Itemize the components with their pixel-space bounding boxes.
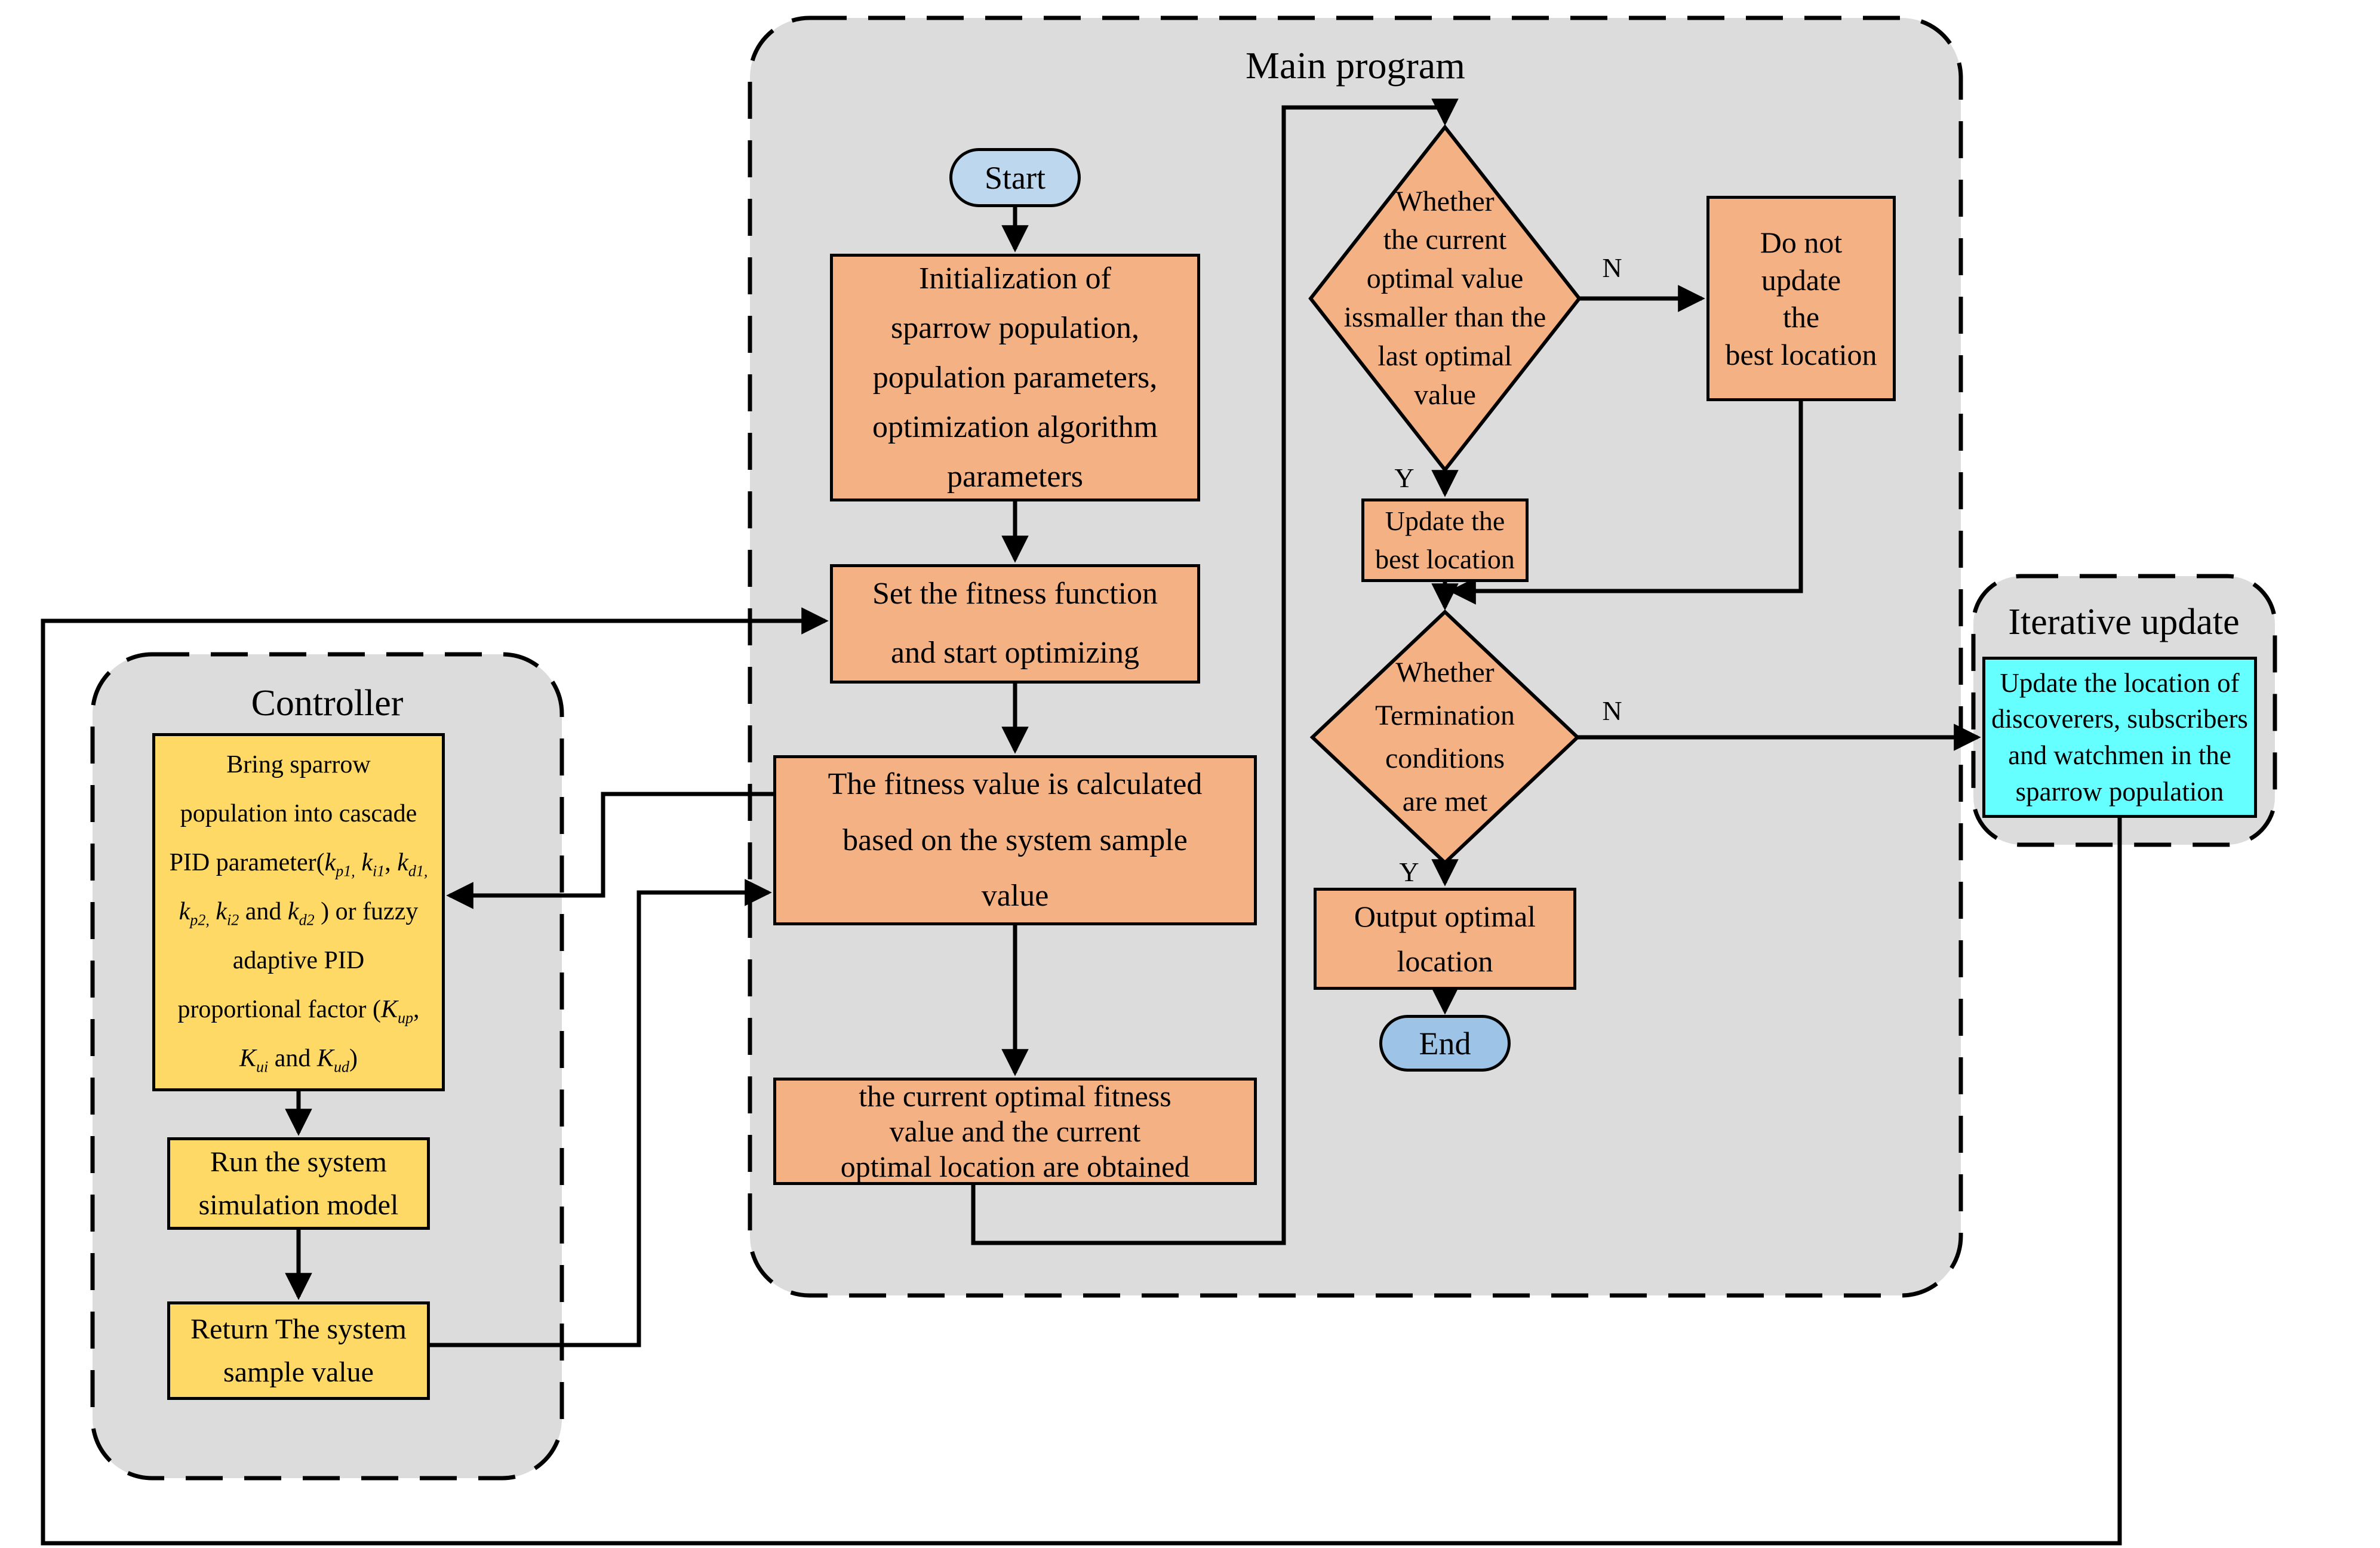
update-best-box: Update the best location — [1361, 498, 1529, 582]
connector-currentoptimal-to-decisionoptimal-loop — [971, 99, 1459, 1245]
run-model-box: Run the system simulation model — [167, 1137, 430, 1230]
fitness-calc-box: The fitness value is calculated based on… — [773, 755, 1257, 925]
main-program-title: Main program — [1246, 44, 1465, 87]
return-sample-box: Return The system sample value — [167, 1301, 430, 1400]
output-optimal-box: Output optimal location — [1314, 888, 1576, 990]
decision-termination-text: Whether Termination conditions are met — [1375, 657, 1515, 817]
start-node: Start — [949, 148, 1081, 207]
set-fitness-box: Set the fitness function and start optim… — [830, 564, 1200, 684]
connector-fitnesscalc-to-bringpopulation — [446, 792, 773, 909]
decision-termination-diamond — [1309, 609, 1580, 866]
controller-title: Controller — [251, 682, 404, 724]
termination-yes-label: Y — [1399, 856, 1419, 887]
current-optimal-box: the current optimal fitness value and th… — [773, 1078, 1257, 1185]
initialization-box: Initialization of sparrow population, po… — [830, 254, 1200, 501]
termination-no-label: N — [1602, 695, 1622, 726]
decision-optimal-text: Whether the current optimal value issmal… — [1343, 185, 1546, 411]
connector-returnsample-to-fitnesscalc — [430, 879, 772, 1347]
connector-donotupdate-to-junction — [1449, 401, 1803, 605]
connector-updatelocation-feedback-to-setfitness — [41, 607, 2122, 1546]
do-not-update-box: Do not update the best location — [1706, 196, 1896, 401]
optimal-no-label: N — [1602, 252, 1622, 283]
iterative-update-title: Iterative update — [2008, 602, 2240, 642]
optimal-yes-label: Y — [1394, 462, 1415, 493]
update-location-box: Update the location of discoverers, subs… — [1982, 657, 2257, 818]
decision-optimal-diamond — [1308, 124, 1582, 473]
end-node: End — [1379, 1015, 1511, 1072]
